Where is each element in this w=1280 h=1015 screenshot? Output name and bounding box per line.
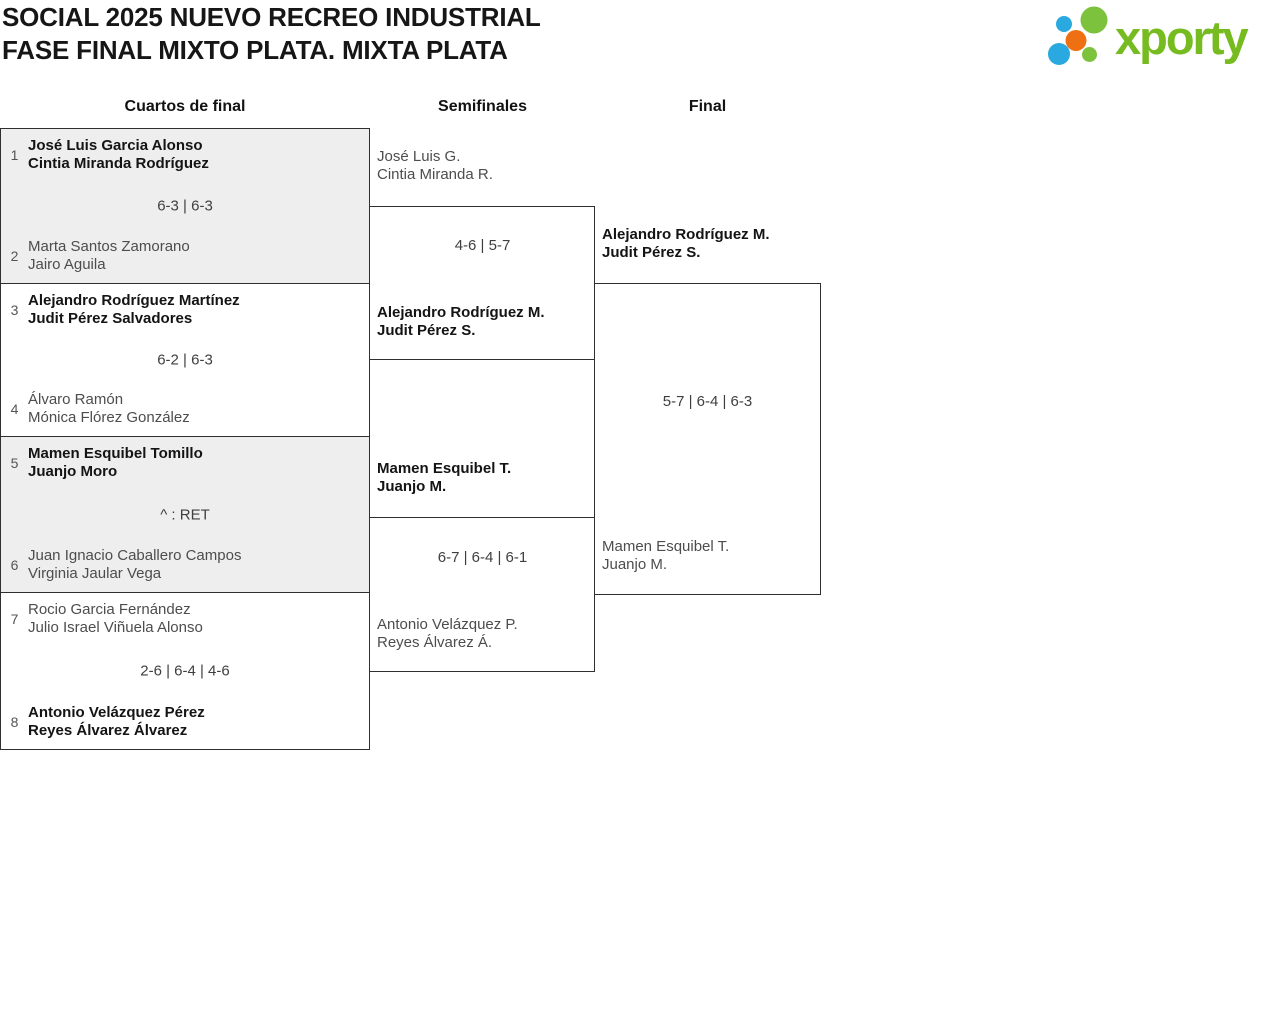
team-names: Rocio Garcia Fernández Julio Israel Viñu…: [28, 601, 369, 637]
qf-match-1: 1 José Luis Garcia Alonso Cintia Miranda…: [1, 129, 369, 284]
team-names: José Luis Garcia Alonso Cintia Miranda R…: [28, 137, 369, 173]
player-name: Judit Pérez Salvadores: [28, 310, 193, 327]
player-name: Jairo Aguila: [28, 256, 106, 273]
player-name: José Luis G.: [377, 148, 461, 165]
final-team-bottom: Mamen Esquibel T. Juanjo M.: [602, 538, 729, 574]
player-name: Reyes Álvarez Á.: [377, 634, 493, 651]
qf4-team-top: 7 Rocio Garcia Fernández Julio Israel Vi…: [1, 601, 369, 637]
qf2-team-bottom: 4 Álvaro Ramón Mónica Flórez González: [1, 391, 369, 427]
player-name: Julio Israel Viñuela Alonso: [28, 619, 203, 636]
seed-number: 1: [10, 147, 19, 163]
seed-number: 2: [10, 248, 19, 264]
qf3-team-bottom: 6 Juan Ignacio Caballero Campos Virginia…: [1, 547, 369, 583]
player-name: Marta Santos Zamorano: [28, 238, 190, 255]
sf2-team-top: Mamen Esquibel T. Juanjo M.: [377, 460, 511, 496]
player-name: Alejandro Rodríguez M.: [377, 304, 545, 321]
seed-number: 6: [10, 557, 19, 573]
match-score: 6-3 | 6-3: [157, 197, 213, 215]
team-names: Marta Santos Zamorano Jairo Aguila: [28, 238, 369, 274]
title-line-2: FASE FINAL MIXTO PLATA. MIXTA PLATA: [2, 35, 508, 65]
team-names: Alejandro Rodríguez Martínez Judit Pérez…: [28, 292, 369, 328]
team-names: Juan Ignacio Caballero Campos Virginia J…: [28, 547, 369, 583]
player-name: Mónica Flórez González: [28, 409, 190, 426]
qf1-team-top: 1 José Luis Garcia Alonso Cintia Miranda…: [1, 137, 369, 173]
match-score: 2-6 | 6-4 | 4-6: [140, 662, 230, 680]
player-name: Juanjo M.: [602, 556, 668, 573]
page-title: SOCIAL 2025 NUEVO RECREO INDUSTRIAL FASE…: [2, 1, 541, 67]
match-score: 4-6 | 5-7: [454, 237, 511, 254]
qf1-team-bottom: 2 Marta Santos Zamorano Jairo Aguila: [1, 238, 369, 274]
player-name: Antonio Velázquez P.: [377, 616, 518, 633]
xporty-dots-icon: [1048, 6, 1108, 65]
player-name: Rocio Garcia Fernández: [28, 601, 191, 618]
qf4-team-bottom: 8 Antonio Velázquez Pérez Reyes Álvarez …: [1, 704, 369, 740]
qf-match-2: 3 Alejandro Rodríguez Martínez Judit Pér…: [1, 284, 369, 437]
player-name: Juanjo Moro: [28, 463, 118, 480]
quarterfinals-column: 1 José Luis Garcia Alonso Cintia Miranda…: [0, 128, 370, 750]
final-match-box: [594, 283, 821, 595]
seed-number: 4: [10, 401, 19, 417]
player-name: Alejandro Rodríguez M.: [602, 226, 770, 243]
player-name: José Luis Garcia Alonso: [28, 137, 203, 154]
column-header-quarterfinals: Cuartos de final: [124, 98, 246, 115]
player-name: Virginia Jaular Vega: [28, 565, 162, 582]
column-header-semifinals: Semifinales: [438, 98, 527, 115]
qf2-team-top: 3 Alejandro Rodríguez Martínez Judit Pér…: [1, 292, 369, 328]
player-name: Judit Pérez S.: [377, 322, 476, 339]
xporty-wordmark: xporty: [1115, 11, 1249, 64]
player-name: Mamen Esquibel T.: [602, 538, 730, 555]
title-line-1: SOCIAL 2025 NUEVO RECREO INDUSTRIAL: [2, 2, 541, 32]
qf3-team-top: 5 Mamen Esquibel Tomillo Juanjo Moro: [1, 445, 369, 481]
final-team-top: Alejandro Rodríguez M. Judit Pérez S.: [602, 226, 770, 262]
team-names: Mamen Esquibel Tomillo Juanjo Moro: [28, 445, 369, 481]
player-name: Alejandro Rodríguez Martínez: [28, 292, 240, 309]
team-names: Álvaro Ramón Mónica Flórez González: [28, 391, 369, 427]
match-score: 6-2 | 6-3: [157, 351, 213, 369]
xporty-logo[interactable]: xporty: [1046, 2, 1274, 70]
sf1-team-top: José Luis G. Cintia Miranda R.: [377, 148, 493, 184]
match-score: 6-7 | 6-4 | 6-1: [437, 549, 528, 566]
player-name: Reyes Álvarez Álvarez: [28, 722, 188, 739]
player-name: Judit Pérez S.: [602, 244, 701, 261]
player-name: Mamen Esquibel T.: [377, 460, 512, 477]
player-name: Juan Ignacio Caballero Campos: [28, 547, 242, 564]
qf-match-3: 5 Mamen Esquibel Tomillo Juanjo Moro ^ :…: [1, 437, 369, 593]
sf2-team-bottom: Antonio Velázquez P. Reyes Álvarez Á.: [377, 616, 518, 652]
sf1-team-bottom: Alejandro Rodríguez M. Judit Pérez S.: [377, 304, 545, 340]
player-name: Cintia Miranda Rodríguez: [28, 155, 209, 172]
qf-match-4: 7 Rocio Garcia Fernández Julio Israel Vi…: [1, 593, 369, 749]
column-header-final: Final: [688, 98, 727, 115]
seed-number: 3: [10, 302, 19, 318]
match-score: ^ : RET: [160, 506, 210, 523]
seed-number: 8: [10, 714, 19, 730]
player-name: Antonio Velázquez Pérez: [28, 704, 205, 721]
player-name: Cintia Miranda R.: [377, 166, 493, 183]
team-names: Antonio Velázquez Pérez Reyes Álvarez Ál…: [28, 704, 369, 740]
player-name: Mamen Esquibel Tomillo: [28, 445, 203, 462]
match-score: 5-7 | 6-4 | 6-3: [662, 393, 753, 410]
player-name: Juanjo M.: [377, 478, 447, 495]
seed-number: 7: [10, 611, 19, 627]
seed-number: 5: [10, 455, 19, 471]
player-name: Álvaro Ramón: [28, 391, 124, 408]
